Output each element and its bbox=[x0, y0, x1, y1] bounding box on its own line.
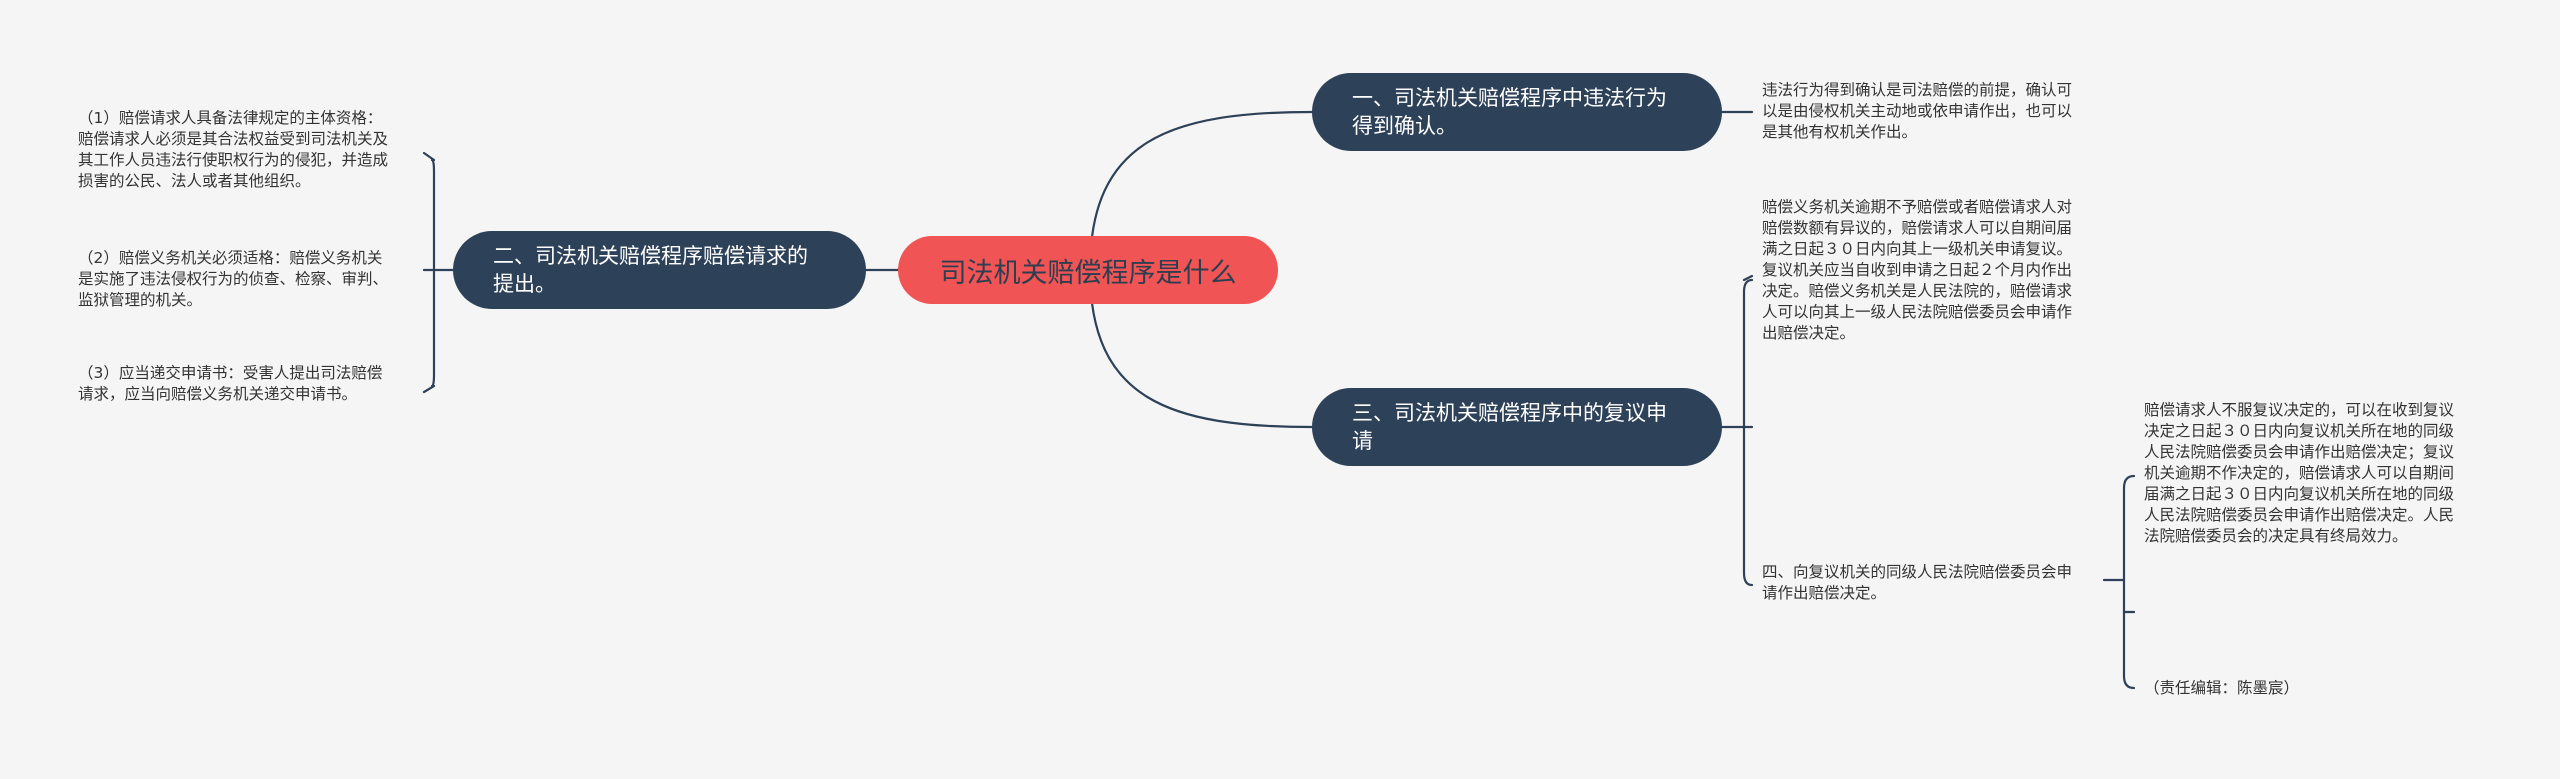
leaf-b32-editor: （责任编辑：陈墨宸） bbox=[2144, 679, 2300, 697]
leaf-b3-review: 赔偿义务机关逾期不予赔偿或者赔偿请求人对 赔偿数额有异议的，赔偿请求人可以自期间… bbox=[1762, 198, 2073, 342]
link-root-b3 bbox=[1088, 268, 1314, 429]
branch-claim-submission[interactable]: 二、司法机关赔偿程序赔偿请求的提出。 bbox=[453, 231, 866, 309]
link-b2-bracket bbox=[422, 151, 455, 394]
branch-label: 二、司法机关赔偿程序赔偿请求的提出。 bbox=[493, 244, 808, 296]
link-b32-bracket bbox=[2102, 474, 2136, 690]
link-b3-bracket bbox=[1720, 274, 1754, 587]
branch-violation-confirmed[interactable]: 一、司法机关赔偿程序中违法行为得到确认。 bbox=[1312, 73, 1722, 151]
root-topic[interactable]: 司法机关赔偿程序是什么 bbox=[898, 236, 1278, 304]
leaf-b3-court-committee: 四、向复议机关的同级人民法院赔偿委员会申 请作出赔偿决定。 bbox=[1762, 563, 2073, 602]
branch-label: 一、司法机关赔偿程序中违法行为得到确认。 bbox=[1352, 86, 1667, 138]
leaf-b2-qualification: （1）赔偿请求人具备法律规定的主体资格： 赔偿请求人必须是其合法权益受到司法机关… bbox=[78, 109, 389, 190]
leaf-b1-text: 违法行为得到确认是司法赔偿的前提，确认可 以是由侵权机关主动地或依申请作出，也可… bbox=[1762, 81, 2073, 141]
branch-review-application[interactable]: 三、司法机关赔偿程序中的复议申请 bbox=[1312, 388, 1722, 466]
root-topic-label: 司法机关赔偿程序是什么 bbox=[939, 257, 1237, 289]
leaf-b32-decision: 赔偿请求人不服复议决定的，可以在收到复议 决定之日起３０日内向复议机关所在地的同… bbox=[2144, 401, 2455, 545]
link-root-b1 bbox=[1088, 110, 1314, 272]
branch-label: 三、司法机关赔偿程序中的复议申请 bbox=[1352, 401, 1667, 453]
leaf-b2-obligor: （2）赔偿义务机关必须适格：赔偿义务机关 是实施了违法侵权行为的侦查、检察、审判… bbox=[78, 249, 389, 309]
leaf-b2-application: （3）应当递交申请书：受害人提出司法赔偿 请求，应当向赔偿义务机关递交申请书。 bbox=[78, 364, 383, 403]
